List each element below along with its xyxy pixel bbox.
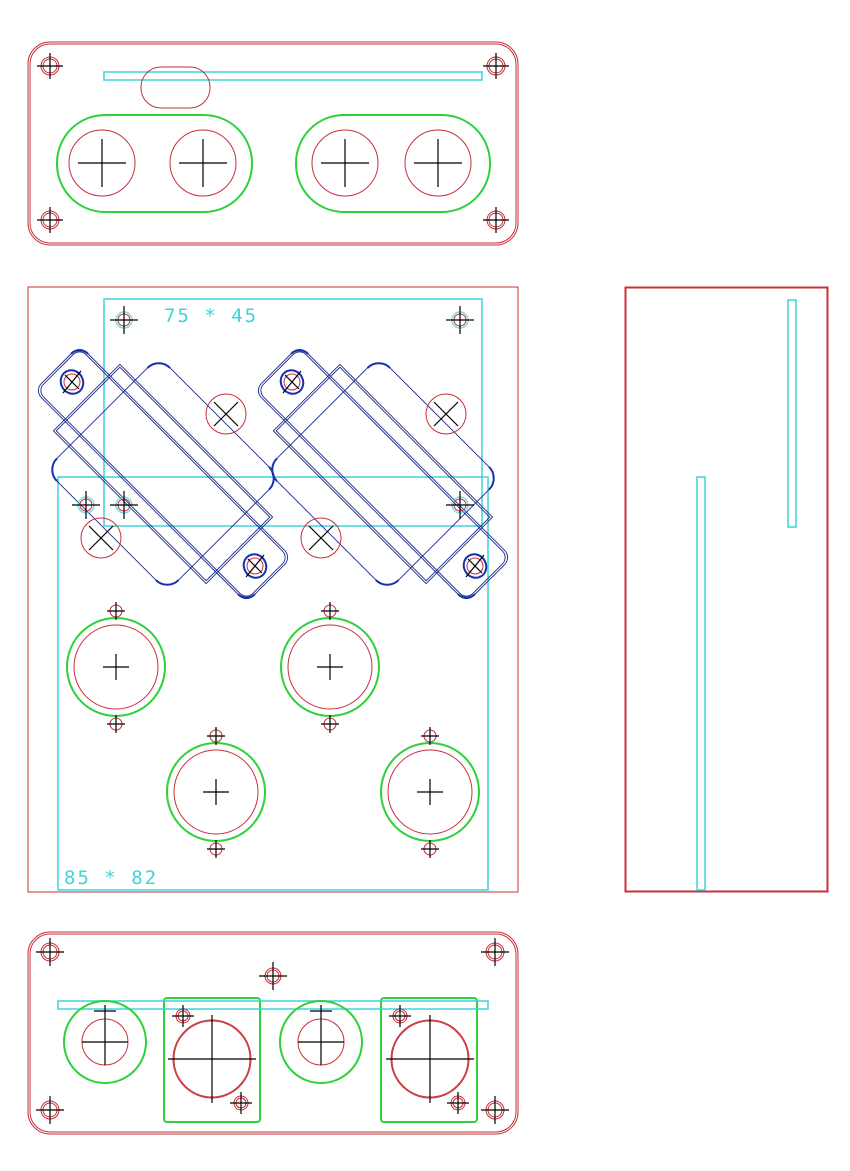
jack-hole [380,727,480,858]
crosshair-icon [107,715,125,733]
pin-clearance-hole [205,393,247,435]
screw-hole [421,840,439,858]
mounting-hole [172,1005,194,1027]
oval-cutout [140,66,211,109]
pin-clearance-hole [80,517,122,559]
pcb-edge-bar-bottom [57,1000,489,1010]
mounting-hole [259,962,287,990]
crosshair-icon [37,53,63,79]
screw-hole [107,602,125,620]
screw-hole [207,727,225,745]
mounting-hole [37,53,63,79]
front-view: 75 * 45 85 * 82 [27,286,519,893]
pcb-edge-bar [103,71,483,81]
screw-hole [279,369,305,395]
crosshair-icon [107,602,125,620]
screw-hole [321,715,339,733]
screw-hole [59,369,85,395]
standoff-mark [446,306,474,334]
crosshair-icon [389,1005,411,1027]
side-view [624,286,829,893]
crosshair-icon [230,1092,252,1114]
pin-clearance-hole [300,517,342,559]
crosshair-icon [321,715,339,733]
label-lower-pcb: 85 * 82 [64,867,158,889]
crosshair-icon [179,139,227,187]
crosshair-icon [421,727,439,745]
crosshair-icon [203,779,229,805]
crosshair-icon [110,491,138,519]
jack-hole [404,129,472,197]
jack-hole [280,602,380,733]
screw-hole [207,840,225,858]
round-jack-hole [63,1000,147,1084]
pcb-side-lower [696,476,706,891]
crosshair-icon [421,840,439,858]
crosshair-icon [483,53,509,79]
screw-hole [107,715,125,733]
standoff-mark [110,491,138,519]
screw-hole [321,602,339,620]
crosshair-icon [321,139,369,187]
crosshair-icon [172,1005,194,1027]
round-jack-hole [279,1000,363,1084]
crosshair-icon [481,1096,509,1124]
mounting-hole [483,207,509,233]
crosshair-icon [78,139,126,187]
screw-hole [421,727,439,745]
crosshair-icon [103,654,129,680]
xlr-hole [168,1015,256,1103]
crosshair-icon [36,938,64,966]
top-view [27,41,519,246]
screw-hole [242,553,268,579]
standoff-mark [110,306,138,334]
connector-flange-left [163,997,261,1123]
crosshair-icon [37,207,63,233]
crosshair-icon [72,491,100,519]
crosshair-icon [447,1092,469,1114]
jack-hole [68,129,136,197]
mounting-hole [36,938,64,966]
pcb-side-upper [787,299,797,528]
screw-hole [462,553,488,579]
mounting-hole [37,207,63,233]
xlr-hole [386,1015,474,1103]
mounting-hole [481,938,509,966]
gasket-right [295,114,491,213]
crosshair-icon [207,727,225,745]
dsub-connector [257,348,509,600]
crosshair-icon [321,602,339,620]
mounting-hole [389,1005,411,1027]
crosshair-icon [259,962,287,990]
jack-hole [66,602,166,733]
crosshair-icon [317,654,343,680]
standoff-mark [446,491,474,519]
crosshair-icon [36,1096,64,1124]
pin-clearance-hole [425,393,467,435]
standoff-mark [72,491,100,519]
crosshair-icon [417,779,443,805]
mounting-hole [483,53,509,79]
mounting-hole [230,1092,252,1114]
pcb-outline-upper [103,298,483,527]
jack-hole [311,129,379,197]
connector-flange-right [380,997,478,1123]
crosshair-icon [207,840,225,858]
mounting-hole [36,1096,64,1124]
crosshair-icon [446,306,474,334]
crosshair-icon [110,306,138,334]
crosshair-icon [446,491,474,519]
crosshair-icon [481,938,509,966]
mounting-hole [481,1096,509,1124]
gasket-left [56,114,253,213]
bottom-view [27,931,519,1135]
crosshair-icon [483,207,509,233]
crosshair-icon [414,139,462,187]
label-upper-pcb: 75 * 45 [164,305,258,327]
dsub-connector [37,348,289,600]
jack-hole [166,727,266,858]
jack-hole [169,129,237,197]
mounting-hole [447,1092,469,1114]
